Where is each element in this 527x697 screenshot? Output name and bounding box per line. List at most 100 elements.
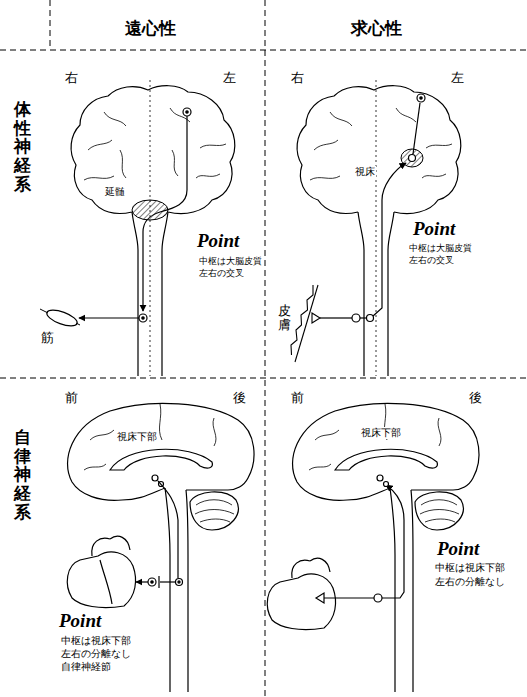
point-note: 左右の分離なし	[60, 648, 132, 660]
autonomic-afferent-pathway-part	[382, 485, 404, 598]
label-holder: 左右の交叉	[408, 255, 455, 266]
heart-symbol-part	[267, 574, 335, 630]
label-holder: 皮膚	[278, 304, 291, 333]
motor-pathway-part	[139, 314, 147, 322]
brain-outline-part	[293, 403, 479, 500]
label-holder: 遠心性	[124, 18, 177, 38]
side-label: 左	[222, 70, 237, 86]
label-holder: Point	[196, 230, 240, 253]
structure-label: 視床下部	[360, 427, 402, 439]
point-note: 中枢は大脳皮質	[408, 243, 473, 254]
grid-divider-part	[0, 378, 527, 379]
label-holder: 左	[450, 70, 465, 86]
label-holder: 筋	[40, 330, 55, 346]
heart-symbol	[267, 558, 335, 629]
point-title: Point	[436, 538, 480, 561]
brain-outline-part	[190, 492, 238, 530]
point-note: 左右の分離なし	[434, 576, 506, 588]
sensory-pathway	[320, 94, 425, 322]
brain-outline-part	[388, 212, 394, 376]
label-holder: 左右の分離なし	[434, 576, 506, 588]
sensory-pathway-part	[420, 97, 422, 99]
label-holder: 中枢は大脳皮質	[408, 243, 473, 254]
sensory-pathway-part	[417, 94, 425, 102]
label-holder: Point	[58, 610, 102, 633]
muscle-symbol	[40, 307, 80, 329]
row-header: 体性神経系	[14, 100, 31, 193]
point-note: 中枢は視床下部	[60, 635, 132, 647]
label-holder: 後	[232, 390, 247, 406]
label-holder: 右	[290, 70, 305, 86]
label-holder: 中枢は視床下部	[60, 635, 132, 647]
sensory-pathway-part	[409, 155, 416, 162]
brain-outline-part	[110, 449, 212, 470]
brain-outline-part	[420, 500, 459, 522]
sensory-pathway-part	[320, 317, 352, 318]
label-holder: 前	[64, 390, 79, 406]
brain-outline-part	[411, 490, 413, 692]
autonomic-efferent-pathway-part	[148, 578, 156, 586]
heart-symbol-part	[292, 558, 330, 578]
grid-divider-part	[50, 0, 51, 50]
motor-pathway	[79, 108, 191, 322]
brain-outline	[297, 80, 461, 376]
row-header: 自律神経系	[14, 428, 31, 521]
label-holder: 自律神経系	[14, 428, 31, 521]
label-holder: 右	[64, 70, 79, 86]
skin-symbol-part	[295, 285, 318, 362]
autonomic-efferent-pathway-part	[178, 581, 180, 583]
autonomic-afferent-pathway-part	[316, 593, 324, 603]
point-title: Point	[196, 230, 240, 253]
autonomic-afferent-pathway-part	[324, 597, 374, 598]
autonomic-efferent-pathway-part	[160, 581, 175, 582]
brain-outline-part	[165, 488, 170, 692]
brain-outline-part	[309, 404, 441, 470]
point-title: Point	[58, 610, 102, 633]
point-note: 自律神経節	[60, 661, 112, 673]
autonomic-efferent-pathway-part	[176, 579, 183, 586]
autonomic-afferent-pathway-part	[384, 482, 389, 487]
brain-outline-part	[310, 108, 452, 180]
label-holder: 延髄	[104, 186, 126, 198]
label-holder: Point	[436, 538, 480, 561]
grid-divider-part	[265, 0, 266, 697]
motor-pathway-part	[142, 317, 144, 319]
structure-label: 視床下部	[116, 431, 158, 443]
motor-pathway-part	[143, 116, 187, 311]
label-holder: 前	[290, 390, 305, 406]
label-holder: 体性神経系	[14, 100, 31, 193]
muscle-symbol-part	[45, 307, 79, 329]
autonomic-efferent-pathway-part	[158, 576, 159, 588]
grid-divider-part	[0, 50, 527, 51]
structure-label: 延髄	[104, 186, 126, 198]
autonomic-efferent-pathway-part	[136, 581, 148, 582]
label-holder: 中枢は視床下部	[434, 562, 506, 574]
sensory-pathway-part	[360, 317, 366, 318]
muscle-symbol-part	[40, 309, 80, 325]
autonomic-afferent-pathway-part	[377, 475, 383, 481]
point-title: Point	[412, 218, 456, 241]
brain-outline-part	[84, 108, 226, 180]
heart-symbol	[67, 536, 135, 607]
point-note: 左右の交叉	[408, 255, 455, 266]
skin-symbol-part	[312, 313, 320, 323]
side-label: 前	[64, 390, 79, 406]
heart-symbol-part	[67, 552, 135, 608]
brain-outline-part	[358, 212, 364, 376]
brain-outline-part	[415, 492, 463, 530]
autonomic-efferent-pathway-part	[158, 481, 178, 578]
organ-label: 皮膚	[278, 304, 291, 333]
autonomic-afferent-pathway	[316, 475, 404, 603]
skin-symbol	[291, 285, 320, 362]
motor-pathway-part	[79, 317, 139, 318]
brain-outline-part	[68, 403, 254, 500]
structure-label: 視床	[354, 166, 376, 178]
brain-outline-part	[71, 86, 235, 214]
autonomic-efferent-pathway-part	[151, 581, 153, 583]
side-label: 後	[232, 390, 247, 406]
label-holder: 自律神経節	[60, 661, 112, 673]
side-label: 右	[64, 70, 79, 86]
